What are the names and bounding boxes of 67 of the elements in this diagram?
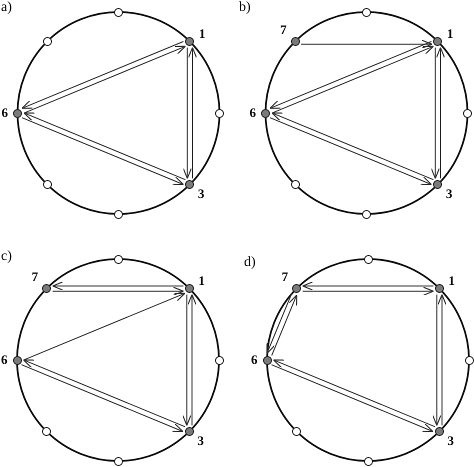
panel-label: c) (1, 250, 12, 264)
vertex-dot (433, 37, 442, 46)
vertex-dot (114, 456, 122, 466)
vertex-dot (290, 180, 300, 189)
vertex-number: 6 (1, 353, 8, 366)
arrow (52, 281, 184, 291)
vertex-dot (114, 210, 123, 218)
arrow (430, 47, 440, 179)
arrow (188, 47, 198, 179)
arrow (437, 294, 447, 426)
vertex-dot (114, 254, 122, 264)
arrow (52, 286, 184, 296)
vertex-number: 3 (446, 187, 452, 200)
vertex-dot (185, 180, 194, 189)
arrow (432, 294, 442, 426)
vertex-dot (362, 210, 371, 218)
vertex-dot (464, 356, 474, 364)
vertex-dot (434, 284, 444, 294)
vertex-dot (292, 426, 302, 436)
arrow (302, 286, 434, 296)
vertex-number: 1 (448, 274, 455, 287)
vertex-dot (292, 284, 302, 294)
vertex-dot (214, 356, 224, 364)
vertex-dot (364, 254, 372, 264)
vertex-number: 7 (280, 22, 287, 36)
panel-label: b) (239, 1, 251, 15)
vertex-dot (262, 356, 272, 364)
vertex-number: 6 (250, 106, 256, 119)
arrow (187, 294, 197, 426)
vertex-dot (434, 426, 444, 436)
vertex-dot (290, 37, 300, 46)
vertex-dot (261, 108, 270, 118)
vertex-number: 3 (198, 187, 204, 200)
vertex-dot (184, 426, 194, 436)
arrow (182, 294, 192, 426)
arrow (266, 292, 292, 354)
vertex-dot (362, 8, 371, 16)
panel-label: d) (244, 256, 256, 270)
vertex-dot (12, 356, 22, 364)
panel-label: a) (1, 1, 12, 15)
vertex-number: 6 (2, 106, 8, 119)
vertex-dot (215, 108, 224, 118)
arrow (23, 292, 186, 361)
vertex-number: 3 (197, 434, 204, 448)
vertex-dot (433, 180, 442, 189)
vertex-dot (42, 180, 52, 189)
vertex-dot (364, 456, 372, 466)
vertex-dot (42, 426, 52, 436)
arrow (302, 281, 434, 291)
arrow (300, 40, 432, 49)
vertex-number: 1 (198, 274, 205, 287)
vertex-dot (114, 8, 123, 16)
vertex-number: 3 (447, 434, 454, 448)
arrow (271, 294, 298, 356)
arrow (182, 47, 192, 179)
vertex-dot (185, 37, 194, 46)
vertex-dot (463, 108, 472, 118)
vertex-number: 1 (198, 26, 206, 40)
vertex-dot (42, 37, 52, 46)
vertex-dot (13, 108, 22, 118)
vertex-number: 1 (446, 26, 454, 40)
vertex-number: 6 (251, 353, 258, 366)
arrow (436, 47, 446, 179)
vertex-number: 7 (282, 270, 288, 283)
vertex-dot (184, 284, 194, 294)
vertex-dot (42, 284, 52, 294)
vertex-number: 7 (32, 270, 38, 283)
